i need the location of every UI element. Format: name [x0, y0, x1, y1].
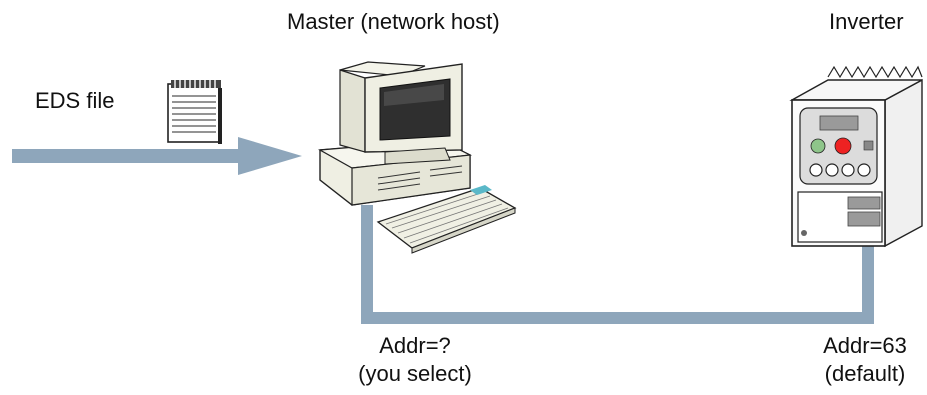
- eds-transfer-arrow: [12, 137, 302, 175]
- notepad-icon: [167, 80, 222, 144]
- inverter-address-label: Addr=63: [823, 333, 907, 358]
- network-cable: [361, 205, 874, 324]
- inverter-address-note: (default): [824, 361, 906, 386]
- desktop-computer-icon: [318, 61, 517, 254]
- master-address-label: Addr=?: [379, 333, 451, 358]
- master-address-note: (you select): [358, 361, 472, 386]
- master-label: Master (network host): [287, 9, 500, 34]
- inverter-label: Inverter: [829, 9, 904, 34]
- inverter-icon: [789, 65, 923, 248]
- eds-file-label: EDS file: [35, 88, 115, 113]
